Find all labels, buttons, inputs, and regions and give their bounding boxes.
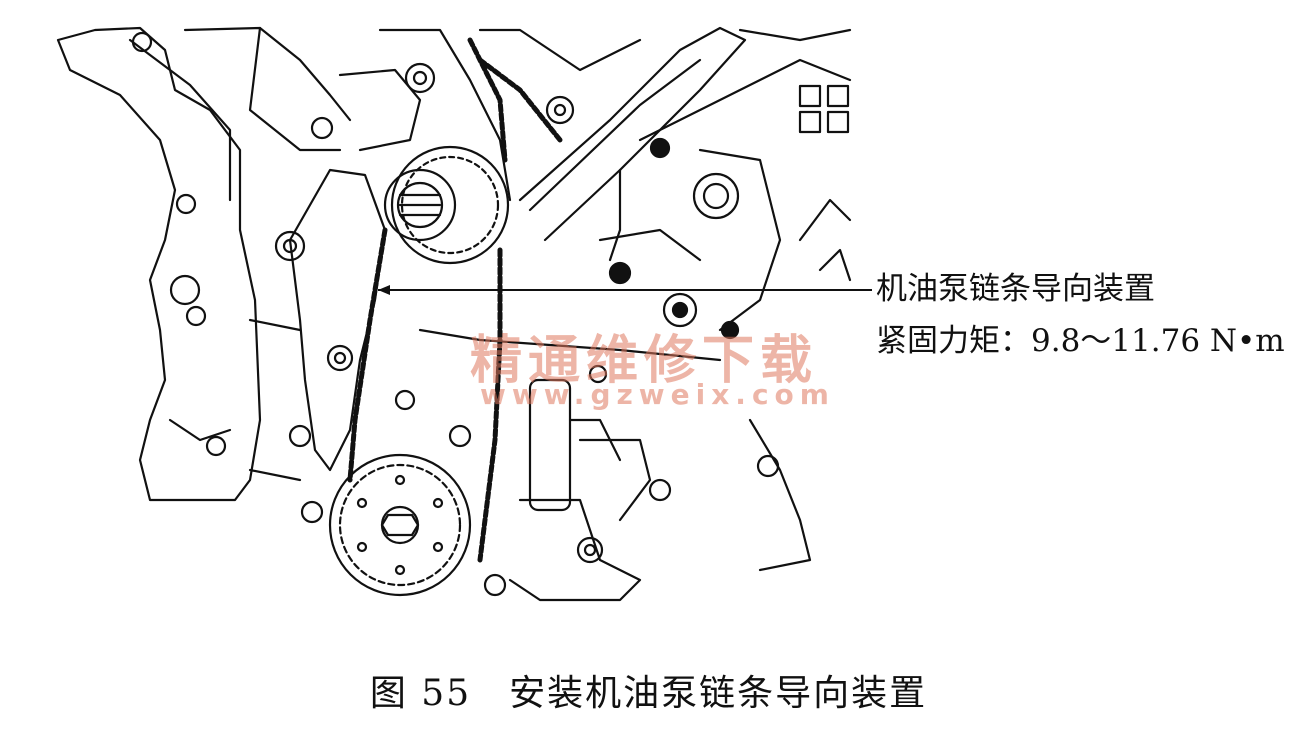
watermark-url: www.gzweix.com: [480, 378, 835, 411]
pump-chain-right: [477, 247, 503, 563]
figure-caption: 图 55 安装机油泵链条导向装置: [369, 673, 928, 714]
pump-chain-left: [347, 227, 388, 483]
callout-part-name: 机油泵链条导向装置: [876, 271, 1155, 307]
oil-pump-sprocket: [328, 453, 472, 597]
callout-torque-spec: 紧固力矩：9.8～11.76 N•m: [876, 323, 1285, 359]
engine-block-outline: [56, 26, 262, 502]
watermark-text: 精通维修下载: [470, 330, 819, 391]
upper-chain-guide: [518, 26, 747, 242]
crank-sprocket: [390, 145, 510, 265]
oil-pump-chain-guide: [288, 168, 387, 472]
